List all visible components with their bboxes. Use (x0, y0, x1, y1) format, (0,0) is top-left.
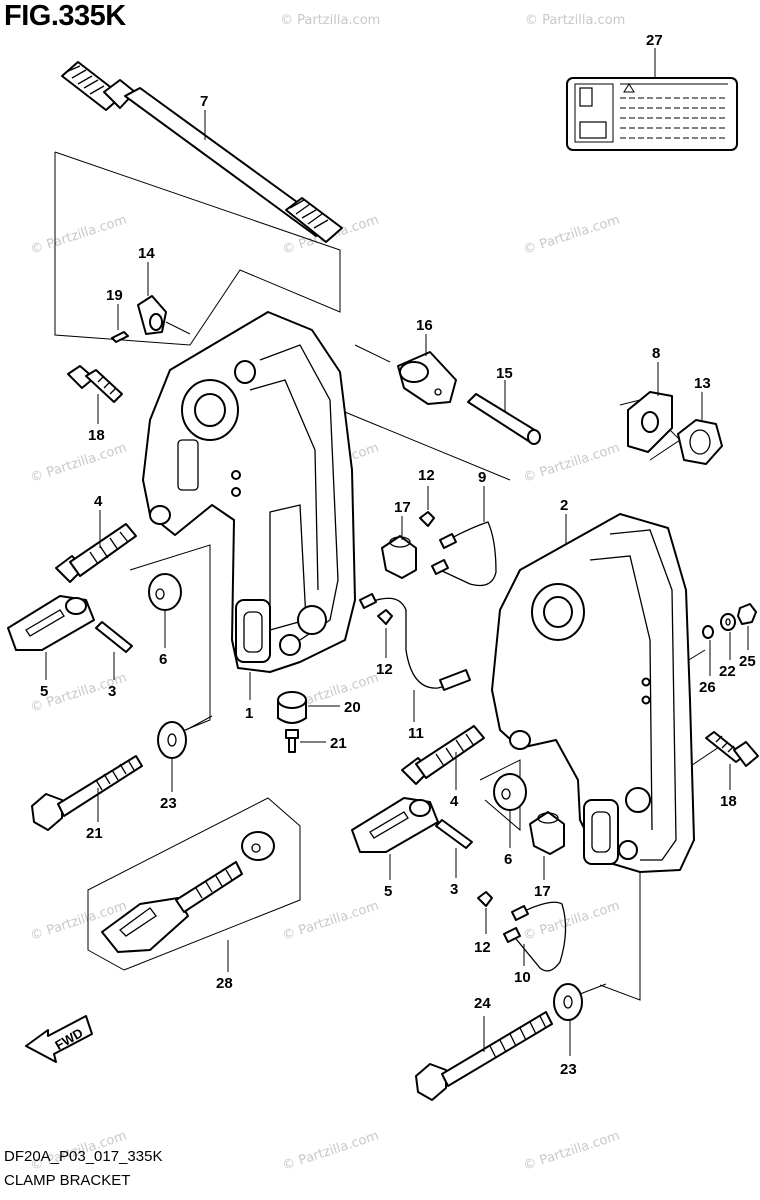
watermark: © Partzilla.com (522, 441, 622, 486)
small-hardware-part (702, 603, 757, 676)
clamp-lever-part (7, 595, 95, 680)
callout-6: 6 (504, 851, 512, 868)
callout-19: 19 (106, 287, 123, 304)
callout-22: 22 (719, 663, 736, 680)
callout-23: 23 (160, 795, 177, 812)
pin-part (95, 621, 133, 680)
pin-part (435, 819, 473, 878)
callout-17: 17 (394, 499, 411, 516)
bushing-part (397, 334, 457, 405)
drawing-code: DF20A_P03_017_335K (4, 1148, 163, 1165)
callout-10: 10 (514, 969, 531, 986)
callout-2: 2 (560, 497, 568, 514)
nut-part (677, 392, 723, 465)
rubber-mount-part (277, 691, 340, 724)
callout-18: 18 (720, 793, 737, 810)
thumb-screw-part (55, 510, 137, 583)
callout-26: 26 (699, 679, 716, 696)
callout-1: 1 (245, 705, 253, 722)
callout-14: 14 (138, 245, 155, 262)
watermark: © Partzilla.com (522, 1129, 622, 1174)
callout-12: 12 (376, 661, 393, 678)
caution-label-part (566, 48, 738, 151)
forward-arrow-icon: FWD (25, 1015, 93, 1063)
callout-7: 7 (200, 93, 208, 110)
callout-17: 17 (534, 883, 551, 900)
callout-24: 24 (474, 995, 491, 1012)
collar-part (529, 811, 565, 880)
ground-wire-part (359, 593, 471, 722)
clamp-kit-part (87, 797, 301, 972)
callout-3: 3 (108, 683, 116, 700)
callout-21: 21 (330, 735, 347, 752)
grease-nipple-part (111, 262, 191, 343)
tilt-shaft-part (61, 61, 343, 243)
thumb-screw-part (401, 725, 485, 790)
watermark: © Partzilla.com (281, 899, 381, 944)
callout-11: 11 (408, 725, 424, 742)
screw-part (419, 486, 435, 527)
long-bolt-part (415, 1011, 553, 1101)
callout-8: 8 (652, 345, 660, 362)
callout-15: 15 (496, 365, 513, 382)
callout-4: 4 (94, 493, 103, 510)
bolt-part (705, 731, 759, 790)
collar-part (381, 516, 417, 579)
washer-part (157, 715, 213, 792)
callout-4: 4 (450, 793, 459, 810)
callout-16: 16 (416, 317, 433, 334)
callout-25: 25 (739, 653, 756, 670)
bolt-part (285, 729, 326, 753)
watermark: © Partzilla.com (281, 1129, 381, 1174)
callout-labels: 27 7 14 19 16 15 8 13 18 12 9 4 17 2 6 1… (40, 32, 756, 1078)
ground-wire-part (431, 486, 497, 587)
clamp-lever-part (351, 797, 439, 880)
callout-21: 21 (86, 825, 103, 842)
watermark: © Partzilla.com (280, 13, 380, 28)
callout-3: 3 (450, 881, 458, 898)
watermark: © Partzilla.com (29, 213, 129, 258)
callout-9: 9 (478, 469, 486, 486)
callout-18: 18 (88, 427, 105, 444)
watermark: © Partzilla.com (522, 213, 622, 258)
long-bolt-part (31, 755, 143, 831)
washer-part (493, 773, 527, 848)
callout-5: 5 (40, 683, 48, 700)
callout-28: 28 (216, 975, 233, 992)
group-name: CLAMP BRACKET (4, 1172, 131, 1189)
callout-5: 5 (384, 883, 392, 900)
callout-20: 20 (344, 699, 361, 716)
callout-27: 27 (646, 32, 663, 49)
callout-13: 13 (694, 375, 711, 392)
callout-23: 23 (560, 1061, 577, 1078)
figure-title: FIG.335K (4, 0, 126, 32)
watermark: © Partzilla.com (525, 13, 625, 28)
watermark: © Partzilla.com (29, 441, 129, 486)
right-clamp-bracket-part (491, 513, 695, 873)
ground-wire-part (477, 891, 567, 972)
left-clamp-bracket-part (142, 311, 356, 700)
callout-6: 6 (159, 651, 167, 668)
washer-part (148, 573, 182, 648)
tilt-pin-part (467, 380, 541, 445)
washer-part (553, 983, 607, 1056)
bolt-part (67, 365, 123, 424)
callout-12: 12 (418, 467, 435, 484)
callout-12: 12 (474, 939, 491, 956)
plate-part (627, 362, 673, 453)
